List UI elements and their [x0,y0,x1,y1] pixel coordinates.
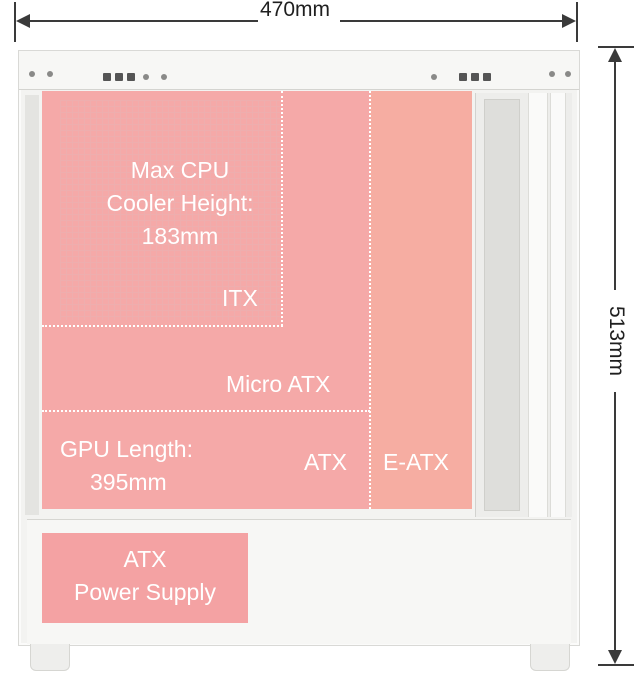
motherboard-texture [60,100,280,320]
width-line-left [28,20,258,22]
screw-icon [161,74,167,80]
height-line-bottom [614,392,616,652]
e-atx-zone [370,91,472,509]
height-bottom-tick [598,664,634,666]
usb-port-icon [115,73,123,81]
case-foot-left [30,644,70,671]
power-supply-label: ATX Power Supply [42,543,248,609]
atx-label: ATX [304,449,348,475]
width-right-arrow-icon [562,14,576,28]
cpu-cooler-label: Max CPU Cooler Height: 183mm [70,154,290,253]
atx-boundary-right [369,91,371,509]
cpu-cooler-line3: 183mm [141,223,219,249]
screw-icon [143,74,149,80]
width-left-tick [14,2,16,42]
usb-port-icon [103,73,111,81]
usb-port-icon [127,73,135,81]
usb-port-icon [459,73,467,81]
screw-icon [549,71,555,77]
gpu-length-line2: 395mm [90,469,167,495]
screw-icon [29,71,35,77]
e-atx-label: E-ATX [383,449,450,475]
micro-atx-label: Micro ATX [226,371,331,397]
height-bottom-arrow-icon [608,650,622,664]
glass-edge [25,95,39,515]
usb-port-icon [483,73,491,81]
width-dimension: 470mm [14,0,578,46]
width-right-tick [576,2,578,42]
itx-boundary-bottom [42,325,283,327]
width-left-arrow-icon [16,14,30,28]
gpu-length-line1: GPU Length: [60,436,193,462]
itx-label: ITX [222,285,258,311]
cpu-cooler-line1: Max CPU [130,157,230,183]
micro-atx-boundary-bottom [42,410,370,412]
gpu-length-label: GPU Length: 395mm [60,433,193,499]
rear-fan-strip [528,93,548,517]
power-supply-line2: Power Supply [74,579,216,605]
height-top-arrow-icon [608,48,622,62]
usb-port-icon [471,73,479,81]
cpu-cooler-line2: Cooler Height: [106,190,254,216]
power-supply-line1: ATX [123,546,167,572]
height-top-tick [598,46,634,48]
case-top-panel [19,51,579,90]
screw-icon [431,74,437,80]
height-dimension: 513mm [594,44,640,670]
power-supply-zone [42,533,248,623]
case-foot-right [530,644,570,671]
height-label: 513mm [605,305,628,377]
height-line-top [614,58,616,290]
itx-boundary-right [281,91,283,326]
width-label: 470mm [260,0,331,21]
width-line-right [340,20,564,22]
screw-icon [47,71,53,77]
rear-fan-strip [550,93,566,517]
screw-icon [565,71,571,77]
rear-panel [475,93,572,517]
expansion-slot [484,99,520,511]
